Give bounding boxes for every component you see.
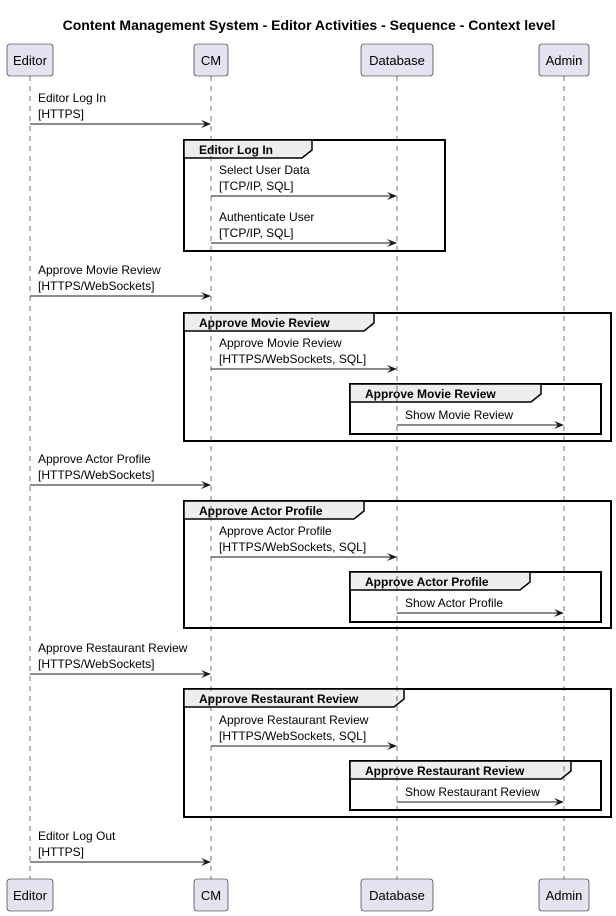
- message-label: Editor Log In: [38, 91, 106, 105]
- message-label: Approve Restaurant Review: [219, 713, 369, 727]
- message-label: Approve Movie Review: [219, 336, 342, 350]
- participant-label: Editor: [13, 888, 48, 903]
- arrowhead: [387, 742, 397, 750]
- message-label: [HTTPS/WebSockets, SQL]: [219, 352, 366, 366]
- message-label: Approve Movie Review: [38, 263, 161, 277]
- participant-cm-top: [193, 43, 229, 77]
- group-frame: [183, 312, 612, 442]
- participant-database-bottom: [360, 878, 434, 912]
- arrowhead: [201, 292, 211, 300]
- arrowhead: [201, 481, 211, 489]
- message-label: Show Actor Profile: [405, 596, 503, 610]
- group-frame: [183, 139, 446, 252]
- participant-label: Admin: [546, 888, 583, 903]
- arrowhead: [387, 553, 397, 561]
- group-tab: [183, 312, 375, 332]
- group-label: Approve Actor Profile: [199, 504, 323, 518]
- message-label: [HTTPS/WebSockets]: [38, 468, 154, 482]
- message-label: [TCP/IP, SQL]: [219, 179, 293, 193]
- group-label: Approve Restaurant Review: [199, 692, 359, 706]
- arrowhead: [201, 670, 211, 678]
- participant-label: Admin: [546, 53, 583, 68]
- participant-editor-top: [6, 43, 54, 77]
- message-label: [HTTPS/WebSockets, SQL]: [219, 729, 366, 743]
- arrowhead: [201, 858, 211, 866]
- message-label: Editor Log Out: [38, 829, 116, 843]
- arrowhead: [201, 120, 211, 128]
- participant-cm-bottom: [193, 878, 229, 912]
- arrowhead: [387, 239, 397, 247]
- group-frame: [183, 688, 612, 818]
- participant-database-top: [360, 43, 434, 77]
- group-label: Approve Restaurant Review: [365, 764, 525, 778]
- participant-label: CM: [201, 888, 221, 903]
- group-label: Approve Movie Review: [365, 387, 496, 401]
- message-label: [HTTPS]: [38, 845, 84, 859]
- group-label: Editor Log In: [199, 143, 273, 157]
- group-frame: [183, 500, 612, 629]
- message-label: [HTTPS]: [38, 107, 84, 121]
- arrowhead: [387, 192, 397, 200]
- group-label: Approve Actor Profile: [365, 575, 489, 589]
- arrowhead: [554, 609, 564, 617]
- group-tab: [349, 383, 542, 403]
- participant-admin-bottom: [538, 878, 590, 912]
- message-label: Approve Restaurant Review: [38, 641, 188, 655]
- message-label: Select User Data: [219, 163, 310, 177]
- participant-admin-top: [538, 43, 590, 77]
- message-label: [TCP/IP, SQL]: [219, 226, 293, 240]
- arrowhead: [387, 365, 397, 373]
- arrowhead: [554, 421, 564, 429]
- message-label: Authenticate User: [219, 210, 314, 224]
- participant-label: CM: [201, 53, 221, 68]
- message-label: [HTTPS/WebSockets, SQL]: [219, 540, 366, 554]
- message-label: [HTTPS/WebSockets]: [38, 657, 154, 671]
- participant-editor-bottom: [6, 878, 54, 912]
- arrowhead: [554, 798, 564, 806]
- message-label: Approve Actor Profile: [38, 452, 151, 466]
- group-label: Approve Movie Review: [199, 316, 330, 330]
- message-label: [HTTPS/WebSockets]: [38, 279, 154, 293]
- participant-label: Database: [369, 53, 425, 68]
- group-tab: [183, 688, 405, 708]
- group-tab: [183, 500, 365, 520]
- group-tab: [349, 760, 572, 780]
- participant-label: Editor: [13, 53, 48, 68]
- message-label: Show Movie Review: [405, 408, 513, 422]
- group-tab: [349, 571, 531, 591]
- message-label: Show Restaurant Review: [405, 785, 540, 799]
- diagram-title: Content Management System - Editor Activ…: [63, 17, 556, 33]
- message-label: Approve Actor Profile: [219, 524, 332, 538]
- group-tab: [183, 139, 313, 159]
- participant-label: Database: [369, 888, 425, 903]
